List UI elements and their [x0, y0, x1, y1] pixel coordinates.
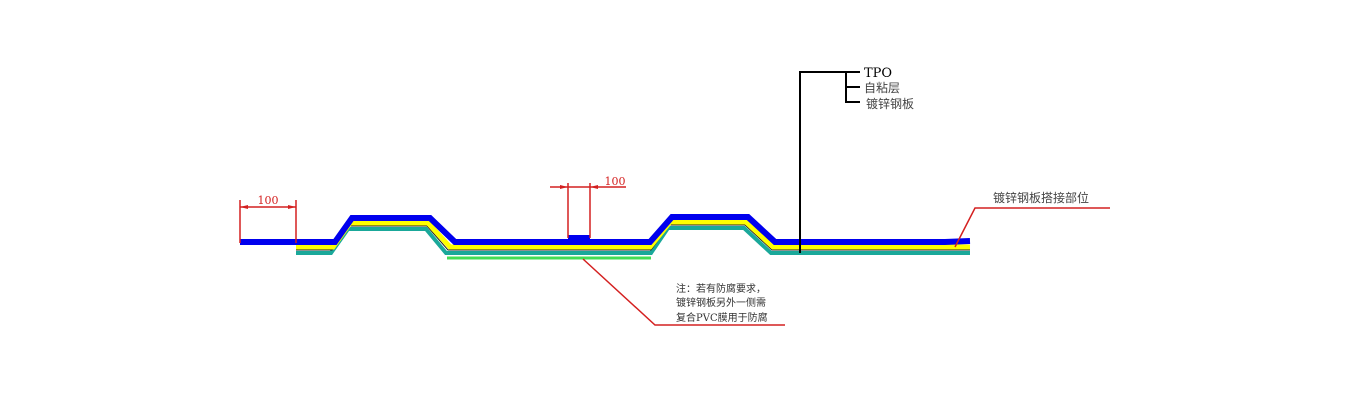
- layer-leader: [799, 71, 860, 253]
- label-steel: 镀锌钢板: [866, 97, 914, 111]
- note-line-3: 复合PVC膜用于防腐: [676, 311, 768, 324]
- note-line-1: 注：若有防腐要求，: [676, 282, 766, 295]
- label-adhesive: 自粘层: [864, 80, 900, 95]
- left-dimension-label: 100: [258, 194, 279, 207]
- tpo-layer: [240, 214, 971, 245]
- center-dimension-label: 100: [605, 175, 626, 188]
- label-tpo: TPO: [864, 66, 892, 81]
- left-dimension: [239, 200, 297, 243]
- note-line-2: 镀锌钢板另外一侧需: [676, 296, 766, 309]
- overlap-label: 镀锌钢板搭接部位: [993, 190, 1089, 205]
- center-dimension: [550, 183, 626, 238]
- tpo-lap-block: [568, 235, 590, 244]
- overlap-leader: [954, 207, 1110, 248]
- note-leader: [582, 258, 785, 326]
